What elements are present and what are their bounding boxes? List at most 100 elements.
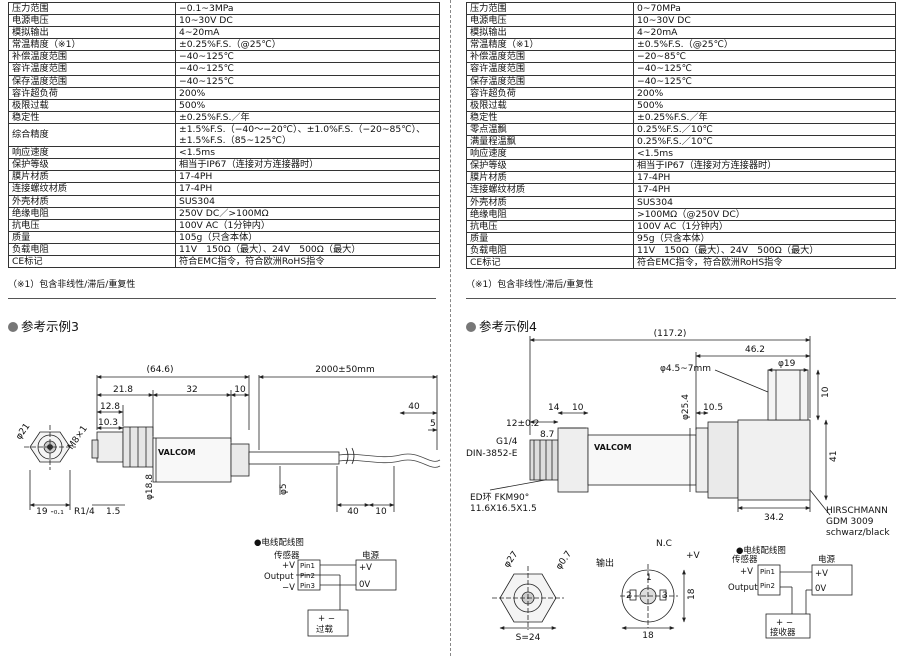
dim-10b-3: 10 — [375, 507, 387, 517]
spec-value: ±1.5%F.S.（−40～−20℃）、±1.0%F.S.（−20~85℃）、 … — [175, 122, 440, 148]
spec-value: 11V 150Ω（最大）、24V 500Ω（最大） — [633, 243, 896, 257]
dim-cable-3: 2000±50mm — [315, 365, 374, 375]
dim-phi21: φ21 — [14, 422, 32, 442]
spec-label: CE标记 — [466, 255, 634, 270]
label-din: DIN-3852-E — [466, 449, 518, 459]
divider-right — [466, 298, 896, 299]
hex-front-view-4 — [492, 566, 564, 630]
wiring-meter-4: 接收器 — [770, 627, 796, 638]
dim-32: 32 — [186, 385, 197, 395]
dim-46-2: 46.2 — [745, 345, 765, 355]
spec-value: 11V 150Ω（最大）、24V 500Ω（最大） — [175, 242, 440, 256]
label-nc: N.C — [656, 539, 672, 549]
label-output-4: 输出 — [596, 557, 614, 569]
wiring-vzero-4: 0V — [815, 584, 826, 594]
wiring-meter-3: 过载 — [316, 624, 334, 635]
drawing-example-3 — [24, 425, 441, 483]
dim-10-5: 10.5 — [703, 403, 723, 413]
dim-14-4: 14 — [548, 403, 560, 413]
spec-row: 补偿温度范围−40~125℃ — [8, 50, 440, 64]
dim-19: 19 -₀.₁ — [36, 507, 64, 517]
label-g14: G1/4 — [496, 437, 518, 447]
wiring-pv-3: +V — [282, 561, 295, 571]
brand-label-4: VALCOM — [594, 443, 632, 452]
footnote-right: （※1）包含非线性/滞后/重复性 — [466, 280, 594, 290]
dim-r14: R1/4 — [74, 507, 95, 517]
dim-10a-3: 10 — [234, 385, 246, 395]
wiring-title-3: ●电线配线图 — [254, 537, 304, 548]
wiring-pin2-3: Pin2 — [300, 572, 315, 580]
spec-value: 符合EMC指令，符合欧洲RoHS指令 — [175, 254, 440, 269]
spec-label: 综合精度 — [8, 122, 176, 148]
dim-21-8: 21.8 — [113, 385, 133, 395]
spec-row: 容许温度范围−40~125℃ — [466, 62, 896, 76]
dim-18b: 18 — [687, 588, 697, 600]
dim-total-3: (64.6) — [146, 365, 173, 375]
dim-10-3: 10.3 — [98, 418, 118, 428]
dim-12-8: 12.8 — [100, 402, 120, 412]
section-title-4-text: 参考示例4 — [479, 319, 537, 334]
footnote-left: （※1）包含非线性/滞后/重复性 — [8, 280, 136, 290]
label-gdm: GDM 3009 — [826, 517, 874, 527]
spec-value: 10~30V DC — [175, 14, 440, 28]
connector-face-view-4 — [620, 564, 686, 630]
wiring-title-4: ●电线配线图 — [736, 545, 786, 556]
section-title-3: 参考示例3 — [8, 316, 79, 335]
dim-1-5: 1.5 — [106, 507, 120, 517]
dim-8-7: 8.7 — [540, 430, 554, 440]
wiring-pm-4: + − — [776, 618, 793, 628]
spec-row: 响应速度<1.5ms — [8, 146, 440, 160]
wiring-diagram-4 — [757, 564, 853, 639]
dim-5-3: 5 — [430, 419, 436, 429]
dimensions-example-3 — [29, 375, 438, 512]
pin-3-label: 3 — [662, 591, 668, 601]
dim-total-4: (117.2) — [654, 329, 687, 339]
wiring-pin1-4: Pin1 — [760, 568, 775, 576]
wiring-vplus-3: +V — [359, 563, 372, 573]
wiring-pv-4: +V — [740, 567, 753, 577]
wiring-power-3: 电源 — [362, 550, 380, 561]
spec-value: 相当于IP67（连接对方连接器时） — [175, 158, 440, 172]
bullet-icon — [466, 322, 476, 332]
wiring-pm-3: + − — [318, 614, 335, 624]
dim-40a-3: 40 — [408, 402, 420, 412]
dim-phi19: φ19 — [778, 359, 796, 369]
spec-row: 绝缘电阻>100MΩ（@250V DC） — [466, 207, 896, 221]
dim-phi25-4: φ25.4 — [681, 394, 691, 420]
dim-18a: 18 — [642, 631, 654, 641]
spec-value: 相当于IP67（连接对方连接器时） — [633, 159, 896, 173]
wiring-vzero-3: 0V — [359, 580, 370, 590]
dimensions-example-4 — [489, 336, 831, 516]
dim-41: 41 — [829, 451, 839, 462]
label-pv-4: +V — [686, 551, 701, 561]
front-view-hex — [24, 425, 76, 470]
spec-row: CE标记符合EMC指令，符合欧洲RoHS指令 — [8, 254, 440, 269]
label-schwarz: schwarz/black — [826, 528, 890, 538]
bullet-icon — [8, 322, 18, 332]
drawing-example-4 — [529, 369, 811, 501]
wiring-pin3-3: Pin3 — [300, 582, 315, 590]
section-title-3-text: 参考示例3 — [21, 319, 79, 334]
dim-34-2: 34.2 — [764, 513, 784, 523]
spec-value: 符合EMC指令，符合欧洲RoHS指令 — [633, 255, 896, 270]
wiring-power-4: 电源 — [818, 554, 836, 565]
wiring-output-4: Output — [728, 583, 758, 593]
wiring-diagram-3 — [296, 559, 397, 637]
dim-10a-4: 10 — [572, 403, 584, 413]
sensor-body-3 — [91, 426, 340, 483]
wiring-sensor-3: 传感器 — [274, 550, 300, 561]
dim-12-4: 12±0.2 — [506, 419, 539, 429]
dim-phi18-8: φ18.8 — [145, 474, 155, 500]
label-ed-ring: ED环 FKM90° — [470, 492, 529, 503]
